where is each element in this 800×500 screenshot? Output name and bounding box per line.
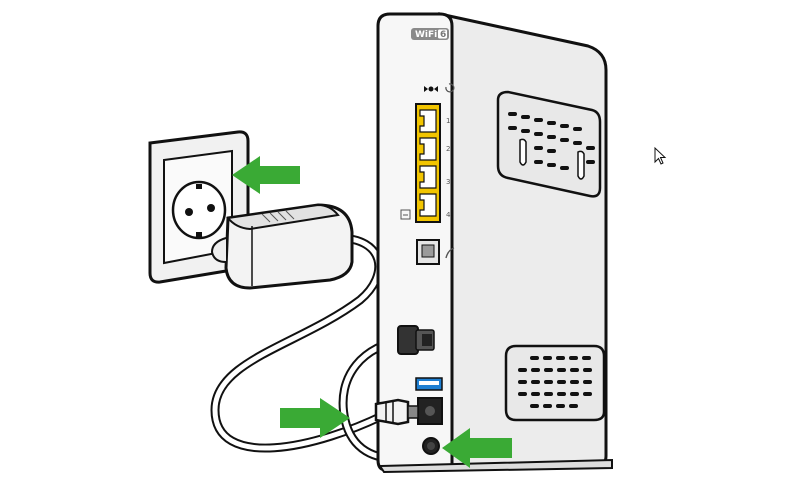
lan-port-label-3: 3	[446, 178, 450, 186]
dc-power-port	[417, 397, 443, 425]
wall-socket	[148, 130, 250, 284]
phone-port	[416, 239, 440, 265]
lan-port-label-2: 2	[446, 145, 450, 153]
lan-port-label-4: 4	[446, 211, 451, 219]
wifi6-badge: WiFi 6	[411, 28, 449, 40]
badge-version: 6	[440, 30, 446, 40]
coax-connector	[397, 325, 435, 355]
dc-plug	[374, 398, 419, 426]
arrow-dc-plug	[280, 398, 350, 438]
power-button	[422, 437, 440, 455]
lan-port-label-1: 1	[446, 117, 450, 125]
badge-brand: WiFi	[415, 30, 437, 40]
lan-icon	[400, 209, 411, 220]
power-plug-icon	[424, 86, 438, 92]
power-adapter	[210, 203, 354, 290]
phone-icon	[445, 247, 455, 259]
top-vent	[496, 90, 602, 198]
arrow-wall-socket	[232, 156, 300, 194]
lan-ports: 1 2 3 4	[400, 103, 451, 223]
cursor-icon	[654, 146, 667, 165]
reset-icon	[445, 83, 455, 93]
router: WiFi 6 1 2 3 4	[374, 12, 613, 474]
bottom-vent	[504, 344, 606, 422]
arrow-power-button	[442, 428, 512, 468]
usb-icon	[415, 377, 443, 391]
